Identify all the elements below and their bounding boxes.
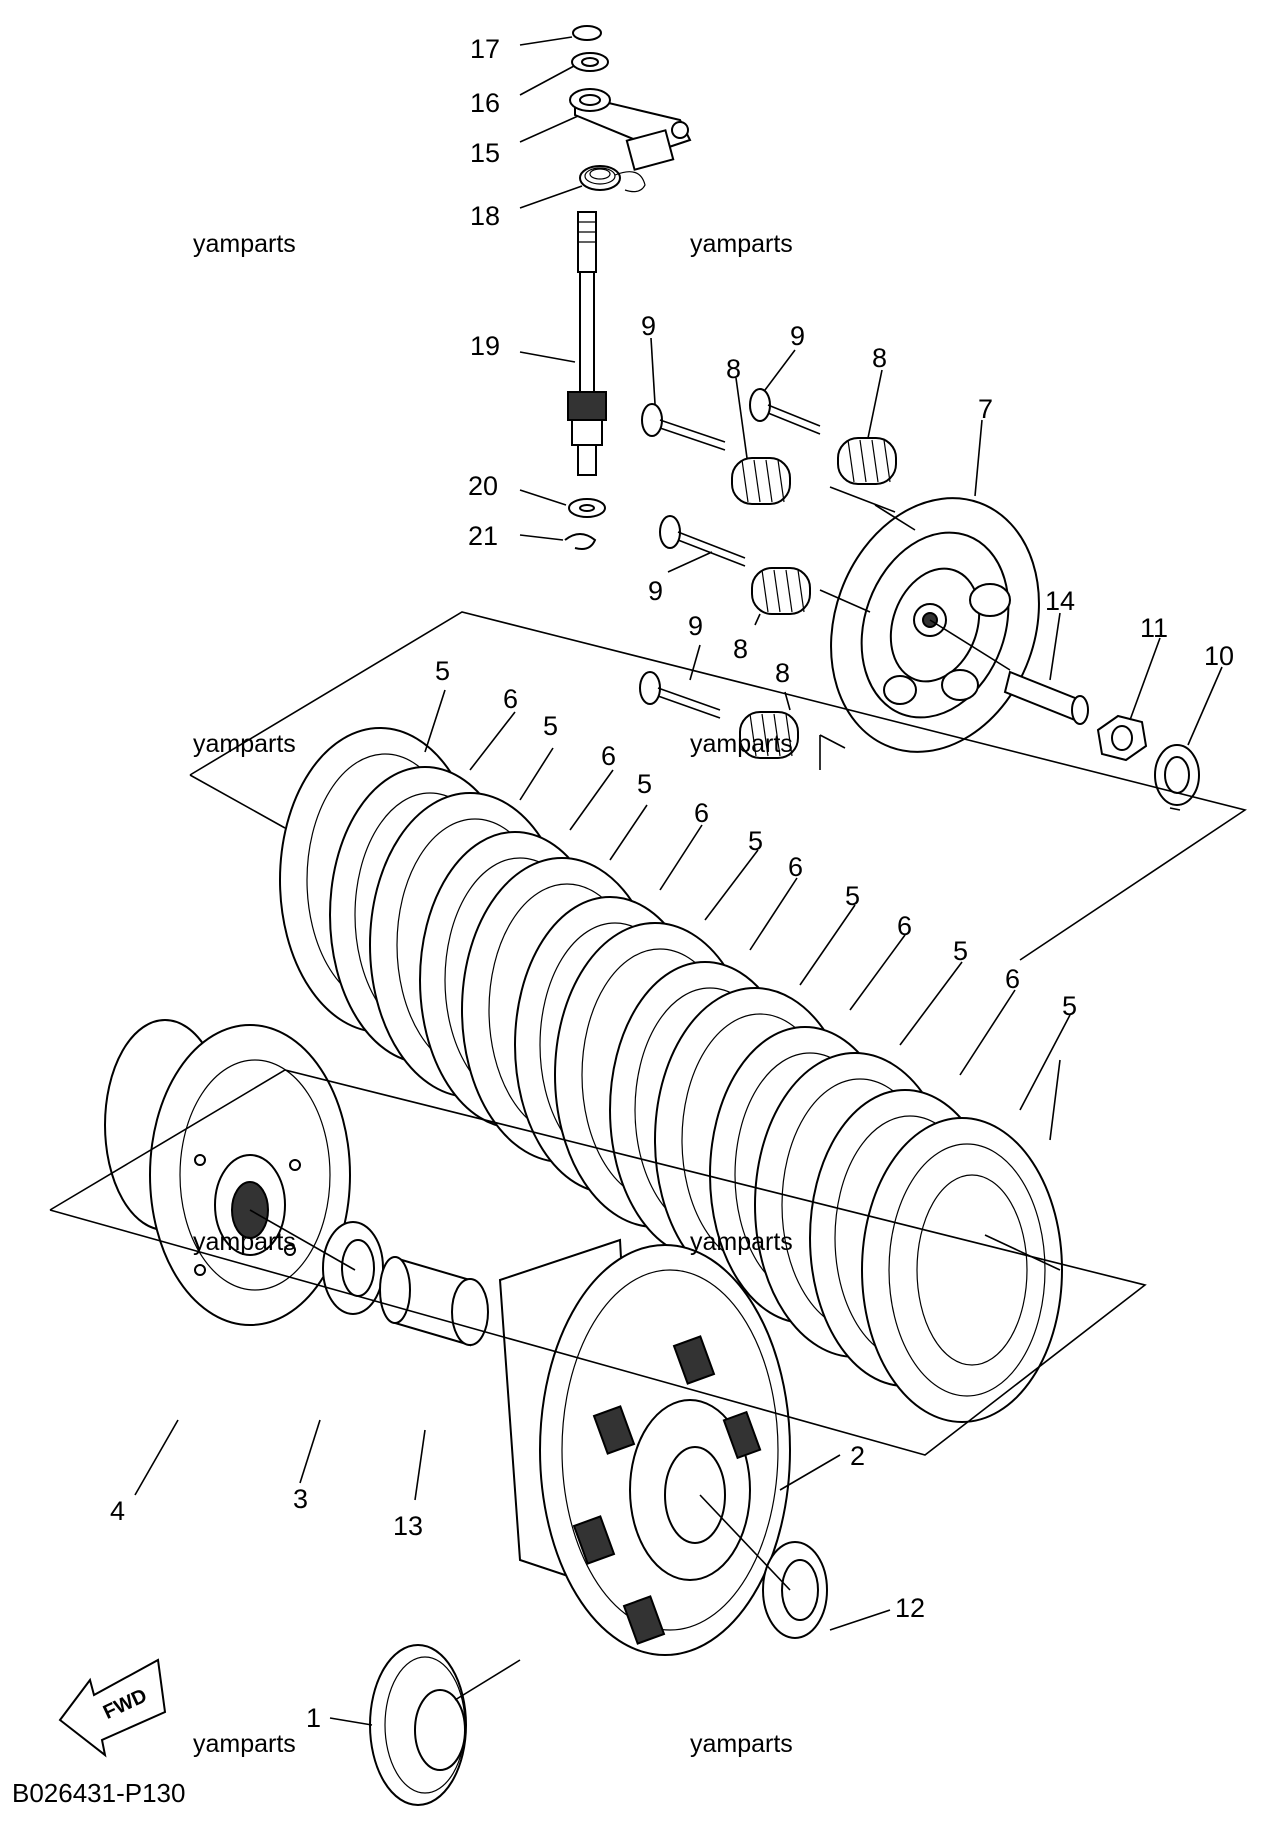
watermark: yamparts (193, 1730, 296, 1758)
spring-part-8 (739, 711, 799, 759)
callout-21: 21 (468, 521, 498, 551)
callout-5: 5 (953, 936, 968, 966)
push-lever-part-15 (569, 88, 692, 171)
callout-3: 3 (293, 1484, 308, 1514)
callout-5: 5 (845, 881, 860, 911)
circlip-part-21 (564, 533, 597, 550)
callout-8: 8 (775, 658, 790, 688)
spring-part-8 (751, 567, 811, 615)
spring-part-18 (579, 165, 646, 193)
callout-8: 8 (726, 354, 741, 384)
watermark: yamparts (690, 1730, 793, 1758)
bolt-part-9 (659, 515, 746, 567)
callout-5: 5 (543, 711, 558, 741)
callout-18: 18 (470, 201, 500, 231)
watermark: yamparts (690, 1228, 793, 1256)
pressure-plate-part-7 (830, 497, 1040, 753)
leader-lines (134, 36, 1223, 1726)
washer-part-12 (762, 1541, 828, 1639)
watermark: yamparts (690, 730, 793, 758)
callout-11: 11 (1140, 613, 1168, 643)
callout-6: 6 (601, 741, 616, 771)
callout-17: 17 (470, 34, 500, 64)
callout-15: 15 (470, 138, 500, 168)
callout-6: 6 (897, 911, 912, 941)
callout-9: 9 (688, 611, 703, 641)
spacer-part-13 (379, 1256, 489, 1347)
callout-19: 19 (470, 331, 500, 361)
callout-8: 8 (872, 343, 887, 373)
circlip-part-17 (572, 25, 602, 41)
callout-2: 2 (850, 1441, 865, 1471)
callout-6: 6 (503, 684, 518, 714)
friction-plate-part-5 (861, 1117, 1063, 1423)
watermarks: yamparts yamparts yamparts yamparts yamp… (193, 230, 793, 1758)
assembly-lines (49, 486, 1247, 1701)
nut-part-11 (1096, 714, 1148, 762)
callout-14: 14 (1045, 586, 1075, 616)
callout-5: 5 (1062, 991, 1077, 1021)
watermark: yamparts (690, 230, 793, 258)
callout-10: 10 (1204, 641, 1234, 671)
watermark: yamparts (193, 230, 296, 258)
callout-6: 6 (694, 798, 709, 828)
primary-drive-gear-part-1 (369, 1644, 467, 1806)
push-rod-part-14 (1003, 670, 1089, 725)
clutch-plate-stack (279, 727, 1063, 1423)
spring-part-8 (731, 457, 791, 505)
callout-5: 5 (637, 769, 652, 799)
callout-9: 9 (790, 321, 805, 351)
callout-5: 5 (748, 826, 763, 856)
callout-13: 13 (393, 1511, 423, 1541)
clutch-housing-part-2 (498, 1238, 791, 1656)
pressure-plate-assembly (639, 388, 1200, 806)
callout-6: 6 (1005, 964, 1020, 994)
callout-7: 7 (978, 394, 993, 424)
bolt-part-9 (639, 671, 721, 719)
spring-part-8 (837, 437, 897, 485)
bolt-part-9 (749, 388, 821, 435)
callout-8: 8 (733, 634, 748, 664)
callout-16: 16 (470, 88, 500, 118)
callout-9: 9 (648, 576, 663, 606)
push-lever-assembly (564, 25, 692, 550)
callout-12: 12 (895, 1593, 925, 1623)
callout-labels: 17 16 15 18 19 20 21 9 9 8 8 7 9 8 14 11… (110, 34, 1234, 1733)
fwd-arrow-icon: FWD (58, 1658, 167, 1758)
callout-9: 9 (641, 311, 656, 341)
callout-1: 1 (306, 1703, 321, 1733)
bolt-part-9 (641, 403, 726, 451)
callout-5: 5 (435, 656, 450, 686)
watermark: yamparts (193, 1228, 296, 1256)
push-rod-part-19 (567, 211, 607, 476)
clutch-boss-part-4 (104, 1019, 351, 1326)
callout-4: 4 (110, 1496, 125, 1526)
diagram-code: B026431-P130 (12, 1778, 185, 1808)
callout-6: 6 (788, 852, 803, 882)
watermark: yamparts (193, 730, 296, 758)
callout-20: 20 (468, 471, 498, 501)
